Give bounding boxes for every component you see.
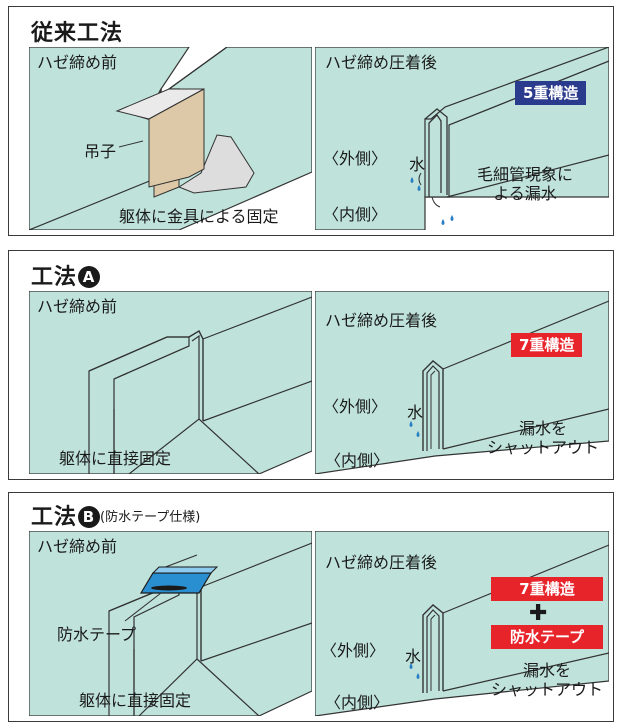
conventional-before-caption: ハゼ締め前	[37, 53, 118, 72]
capillary-leak-label: 毛細管現象に よる漏水	[477, 165, 574, 204]
conventional-title: 従来工法	[31, 21, 124, 46]
shutout-label: 漏水を シャットアウト	[487, 419, 600, 458]
method-a-before-caption: ハゼ締め前	[37, 297, 118, 316]
method-b-after-caption: ハゼ締め圧着後	[325, 553, 438, 572]
water-drop-icon	[441, 219, 445, 225]
outside-label: 〈外側〉	[321, 641, 386, 660]
bracket-label: 吊子	[84, 142, 117, 161]
water-drop-icon	[410, 177, 414, 183]
plus-icon: ✚	[529, 601, 548, 626]
conventional-after-caption: ハゼ締め圧着後	[325, 53, 438, 72]
method-a-before-footer: 躯体に直接固定	[59, 449, 172, 468]
water-label: 水	[405, 647, 422, 666]
outside-label: 〈外側〉	[323, 149, 388, 168]
method-a-title-text: 工法	[31, 265, 78, 290]
badge-7-layer: 7重構造	[511, 333, 583, 357]
method-b-title-text: 工法	[31, 505, 78, 530]
badge-5-layer: 5重構造	[515, 81, 587, 105]
shutout-label: 漏水を シャットアウト	[491, 661, 604, 700]
conventional-before-footer: 躯体に金具による固定	[119, 207, 279, 226]
method-a-before-drawing	[29, 291, 312, 474]
method-a-before-figure: ハゼ締め前 躯体に直接固定	[29, 291, 312, 474]
leak-arrow-inner	[431, 196, 441, 208]
method-a-mark-icon: A	[78, 266, 101, 288]
conventional-before-figure: ハゼ締め前 吊子 躯体に金具による固定	[29, 47, 312, 230]
method-b-note: (防水テープ仕様)	[100, 510, 201, 525]
water-drop-icon	[409, 421, 413, 427]
method-b-after-figure: ハゼ締め圧着後 7重構造 ✚ 防水テープ 〈外側〉 水 漏水を シャットアウト …	[315, 531, 609, 716]
conventional-after-figure: ハゼ締め圧着後 5重構造 〈外側〉 水 毛細管現象に よる漏水 〈内側〉	[315, 47, 609, 230]
method-b-before-footer: 躯体に直接固定	[79, 691, 192, 710]
water-label: 水	[409, 155, 426, 174]
inside-label: 〈内側〉	[323, 205, 388, 224]
water-drop-icon	[416, 673, 420, 679]
method-b-before-caption: ハゼ締め前	[37, 537, 118, 556]
method-a-after-caption: ハゼ締め圧着後	[325, 311, 438, 330]
method-b-before-drawing	[29, 531, 312, 716]
inside-label: 〈内側〉	[325, 693, 390, 712]
water-drop-icon	[450, 215, 454, 221]
outside-label: 〈外側〉	[323, 397, 388, 416]
method-b-mark-icon: B	[78, 506, 101, 528]
water-drop-icon	[409, 663, 413, 669]
waterproof-tape-label: 防水テープ	[57, 625, 137, 644]
badge-waterproof-tape: 防水テープ	[491, 625, 603, 649]
leak-arrow-outer	[418, 172, 422, 186]
conventional-before-drawing	[29, 47, 312, 230]
waterproof-tape-shape	[139, 566, 219, 594]
water-drop-icon	[416, 431, 420, 437]
water-drop-icon	[417, 185, 421, 191]
water-label: 水	[407, 403, 424, 422]
inside-label: 〈内側〉	[325, 451, 390, 470]
badge-7-layer: 7重構造	[491, 577, 603, 601]
conventional-panel: 従来工法 ハゼ締め前 吊子 躯体に金具による固定	[8, 6, 614, 236]
method-a-after-figure: ハゼ締め圧着後 7重構造 〈外側〉 水 漏水を シャットアウト 〈内側〉	[315, 291, 609, 474]
method-b-before-figure: ハゼ締め前 防水テープ 躯体に直接固定	[29, 531, 312, 716]
